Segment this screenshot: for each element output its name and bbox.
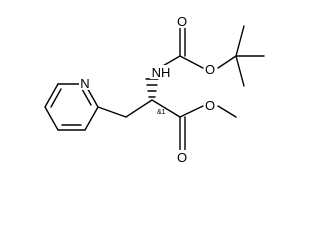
bond-ring-double-1	[81, 88, 92, 106]
bond-ch2-calpha	[125, 99, 153, 118]
atom-amine-nh: NH	[152, 65, 171, 80]
bond-ring-double-3	[50, 88, 62, 108]
structure-diagram: N NH O O O O &1	[44, 14, 265, 165]
bond-carbamate-c-o-ester	[179, 55, 204, 69]
stereo-descriptor-label: &1	[157, 109, 166, 116]
atom-ester-methoxy-o: O	[205, 98, 215, 113]
atom-carbamate-carbonyl-o: O	[177, 14, 187, 29]
atom-carbamate-ester-o: O	[205, 62, 215, 77]
bond-ring-c4-c5	[44, 106, 59, 131]
bond-tbu-methyl-bottom	[235, 55, 245, 87]
pyridine-ring	[44, 83, 99, 131]
bond-methoxy-o-ch3	[217, 105, 237, 118]
atom-pyridine-n: N	[80, 76, 89, 91]
bond-ring-ch2	[97, 106, 127, 118]
stereo-hashed-wedge	[145, 78, 159, 98]
atom-ester-carbonyl-o: O	[177, 150, 187, 165]
bond-ester-c-o-methoxy	[179, 105, 204, 118]
bond-ring-c5-c6	[44, 83, 59, 108]
bond-ring-c2-c3	[84, 106, 99, 131]
bond-calpha-ester-c	[151, 99, 181, 118]
bond-tbu-methyl-top	[235, 25, 245, 57]
bond-ester-o-tbu	[217, 55, 237, 69]
